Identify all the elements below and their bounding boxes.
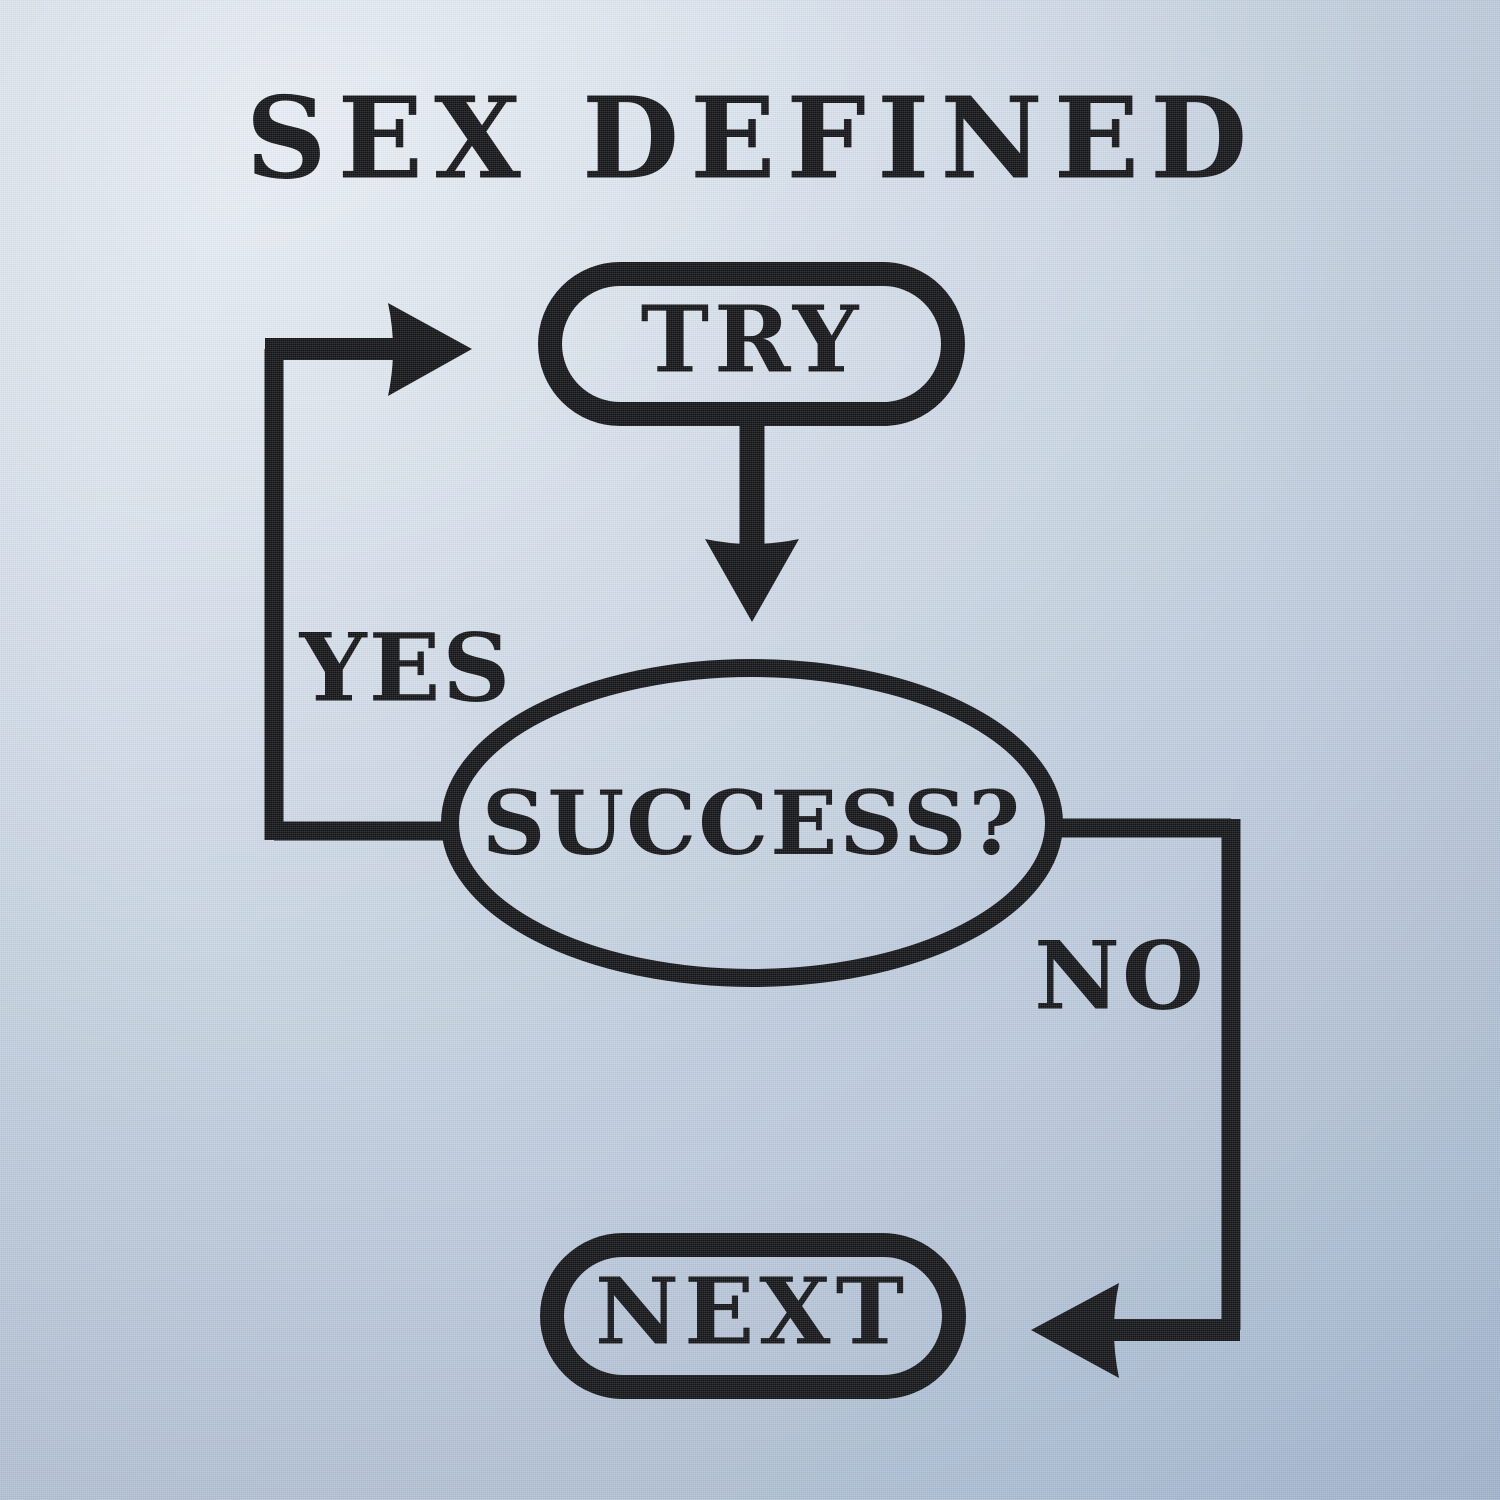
edge-label-yes: YES (299, 613, 513, 723)
node-try[interactable]: TRY (538, 262, 965, 426)
edge-yes: YES (264, 303, 513, 841)
edge-try-to-success (705, 420, 799, 622)
node-success-label: SUCCESS? (482, 771, 1022, 875)
edge-no: NO (1031, 818, 1241, 1378)
node-try-shape[interactable] (538, 262, 965, 426)
page-title: SEX DEFINED (246, 73, 1258, 204)
node-success[interactable]: SUCCESS? (441, 659, 1063, 987)
node-next-shape[interactable] (540, 1233, 966, 1399)
arrowhead-down-icon (705, 539, 799, 622)
node-try-label: TRY (641, 286, 864, 394)
node-success-shape[interactable] (441, 659, 1063, 987)
node-next[interactable]: NEXT (540, 1233, 966, 1399)
arrowhead-right-icon (388, 303, 472, 396)
arrowhead-left-icon (1031, 1283, 1119, 1378)
edge-label-no: NO (1034, 921, 1206, 1031)
node-next-label: NEXT (595, 1258, 909, 1366)
